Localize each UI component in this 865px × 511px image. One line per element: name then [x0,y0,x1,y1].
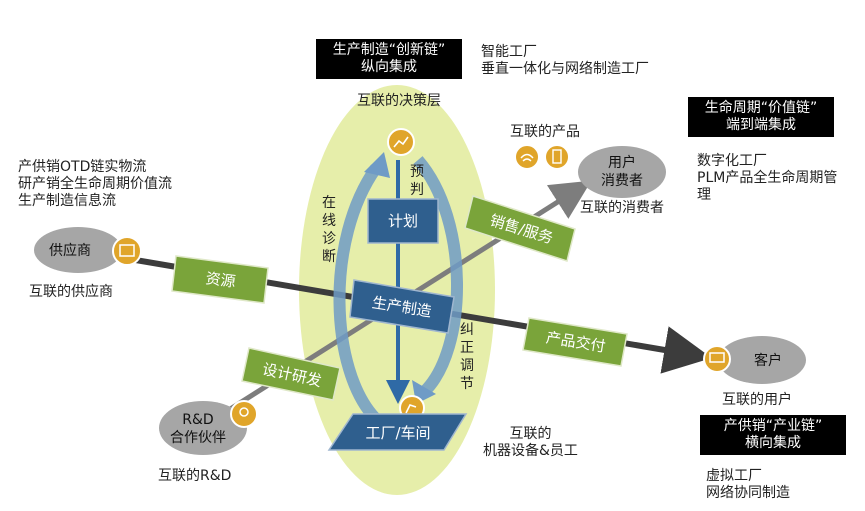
smart-factory-line2: 垂直一体化与网络制造工厂 [481,61,649,77]
consumer-node[interactable] [578,146,666,198]
digital-factory-label: 数字化工厂 PLM产品全生命周期管 理 [697,153,837,204]
connected-supplier-label: 互联的供应商 [29,284,113,300]
product-device-icon [544,144,570,170]
customer-node[interactable] [718,336,806,384]
supplier-label: 供应商 [49,242,91,259]
lifecycle-integration-title-line2: 端到端集成 [726,117,796,133]
vertical-integration-title: 生产制造“创新链” 纵向集成 [316,39,462,79]
supplier-node[interactable] [34,227,122,273]
flow-otd: 产供销OTD链实物流 [18,159,147,175]
forecast-label: 预判 [410,164,424,198]
resources-box[interactable] [171,255,269,304]
sales-service-box[interactable] [464,195,576,262]
online-diagnosis-arrowhead [364,152,390,178]
connected-machines-label: 互联的 机器设备&员工 [483,426,578,460]
online-diagnosis-arrow [333,164,381,423]
factory-workshop-label: 工厂/车间 [365,424,430,442]
flow-lifecycle: 研产销全生命周期价值流 [18,176,172,192]
rd-partner-label-line2: 合作伙伴 [170,430,226,446]
connected-consumer-label: 互联的消费者 [580,200,664,216]
consumer-label-line1: 用户 [608,154,636,171]
design-rd-box[interactable] [241,347,341,401]
digital-factory-line3: 理 [697,187,711,203]
flow-info: 生产制造信息流 [18,193,116,209]
customer-monitor-icon [703,345,731,373]
digital-factory-line2: PLM产品全生命周期管 [697,170,838,186]
resources-label: 资源 [205,269,237,291]
connected-machines-line1: 互联的 [509,426,552,442]
supply-integration-title: 产供销“产业链” 横向集成 [700,415,846,455]
virtual-factory-label: 虚拟工厂 网络协同制造 [706,468,790,502]
flows-label: 产供销OTD链实物流 研产销全生命周期价值流 生产制造信息流 [18,159,172,210]
vertical-integration-title-line1: 生产制造“创新链” [332,42,446,58]
connected-user-label: 互联的用户 [722,392,792,408]
supply-integration-title-line2: 横向集成 [745,435,801,451]
lifecycle-integration-title: 生命周期“价值链” 端到端集成 [688,97,834,137]
lifecycle-integration-title-line1: 生命周期“价值链” [704,100,818,116]
smart-factory-label: 智能工厂 垂直一体化与网络制造工厂 [481,44,649,78]
supply-integration-title-line1: 产供销“产业链” [723,418,823,434]
rd-partner-label-line1: R&D [182,412,213,428]
production-box[interactable] [349,279,455,334]
consumer-label-line2: 消费者 [601,173,643,189]
smart-factory-line1: 智能工厂 [481,44,537,60]
virtual-factory-line1: 虚拟工厂 [706,468,762,484]
virtual-factory-line2: 网络协同制造 [706,485,790,501]
online-diagnosis-label: 在线诊断 [322,195,336,265]
connected-rd-label: 互联的R&D [158,468,232,484]
factory-workshop-box[interactable] [327,413,468,451]
rd-partner-node[interactable] [159,401,247,455]
wifi-icon [514,144,540,170]
vertical-integration-title-line2: 纵向集成 [361,59,417,75]
customer-label: 客户 [754,352,782,369]
warehouse-icon [112,236,142,266]
connected-machines-line2: 机器设备&员工 [483,443,578,459]
digital-factory-line1: 数字化工厂 [697,153,767,169]
plan-box[interactable] [367,198,439,244]
connected-products-label: 互联的产品 [510,124,580,140]
plan-label: 计划 [388,212,418,230]
lightbulb-icon [230,400,258,428]
correct-adjust-label: 纠正调节 [460,322,474,392]
decision-layer-label: 互联的决策层 [357,93,441,109]
delivery-box[interactable] [522,317,628,367]
correct-adjust-arrow [413,156,463,397]
